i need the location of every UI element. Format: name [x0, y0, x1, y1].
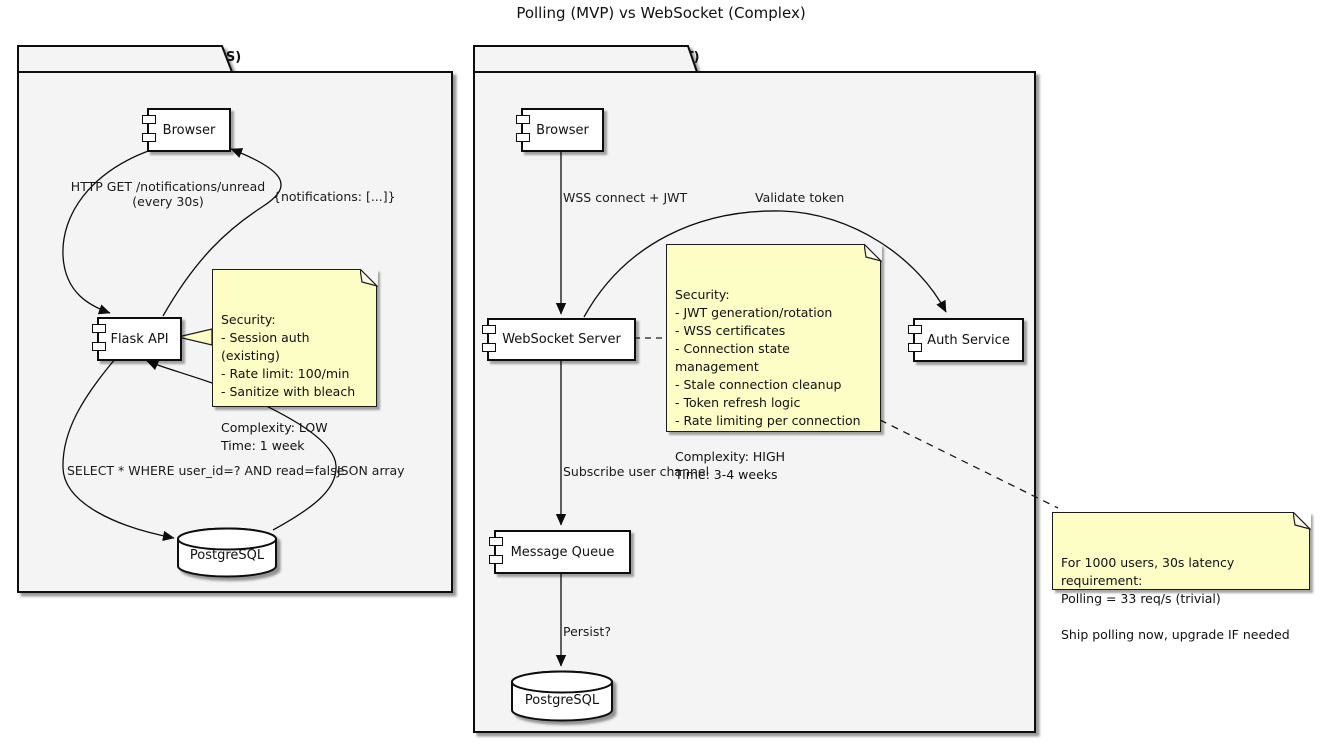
component-label: Message Queue [510, 544, 615, 560]
component-port-icon [908, 343, 922, 352]
database-label-polling: PostgreSQL [189, 548, 265, 563]
component-port-icon [489, 555, 503, 564]
edge-label-select-query: SELECT * WHERE user_id=? AND read=false [67, 463, 345, 478]
component-port-icon [482, 325, 496, 334]
package-websocket-tab [473, 45, 699, 73]
edge-polling-request [62, 149, 152, 315]
edge-label-notifications: {notifications: [...]} [273, 189, 396, 204]
component-polling-browser: Browser [142, 108, 231, 152]
note-text: For 1000 users, 30s latency requirement:… [1061, 555, 1290, 642]
edge-polling-query [62, 357, 175, 542]
component-label: WebSocket Server [502, 332, 621, 347]
note-text: Security: - JWT generation/rotation - WS… [675, 287, 861, 482]
component-label: Browser [536, 122, 589, 138]
component-label: Browser [162, 122, 216, 138]
component-ws-auth-service: Auth Service [908, 318, 1024, 362]
note-fold-icon [359, 268, 378, 287]
package-polling-tab [17, 45, 234, 73]
edge-polling-response [162, 148, 282, 317]
note-websocket-security: Security: - JWT generation/rotation - WS… [666, 243, 882, 482]
component-port-icon [482, 343, 496, 352]
component-port-icon [908, 325, 922, 334]
database-websocket-postgresql [511, 670, 613, 722]
component-ws-server: WebSocket Server [482, 318, 636, 361]
database-label-websocket: PostgreSQL [524, 693, 600, 708]
component-port-icon [489, 537, 503, 546]
component-polling-flask-api: Flask API [92, 317, 182, 361]
edge-label-wss-connect: WSS connect + JWT [563, 190, 688, 205]
note-fold-icon [863, 243, 882, 262]
edge-label-http-get: HTTP GET /notifications/unread (every 30… [70, 179, 266, 209]
component-port-icon [92, 324, 106, 333]
component-label: Flask API [110, 331, 169, 347]
component-label: Auth Service [927, 332, 1010, 348]
note-polling-security: Security: - Session auth (existing) - Ra… [212, 268, 378, 453]
component-port-icon [142, 115, 156, 124]
component-port-icon [92, 342, 106, 351]
edge-label-json-array: JSON array [337, 463, 405, 478]
component-port-icon [516, 133, 530, 142]
database-polling-postgresql [177, 527, 277, 578]
edge-ws-validate [583, 210, 947, 318]
edge-polling-result [146, 360, 337, 531]
diagram-title: Polling (MVP) vs WebSocket (Complex) [516, 4, 806, 22]
edge-label-persist: Persist? [563, 624, 611, 639]
component-port-icon [516, 115, 530, 124]
edge-label-subscribe: Subscribe user channel [563, 464, 710, 479]
component-port-icon [142, 133, 156, 142]
note-text: Security: - Session auth (existing) - Ra… [221, 312, 356, 453]
note-fold-icon [1292, 511, 1311, 530]
note-conclusion: For 1000 users, 30s latency requirement:… [1052, 511, 1311, 642]
edge-label-validate-token: Validate token [755, 190, 845, 205]
component-ws-browser: Browser [516, 108, 604, 152]
component-ws-message-queue: Message Queue [489, 530, 631, 574]
